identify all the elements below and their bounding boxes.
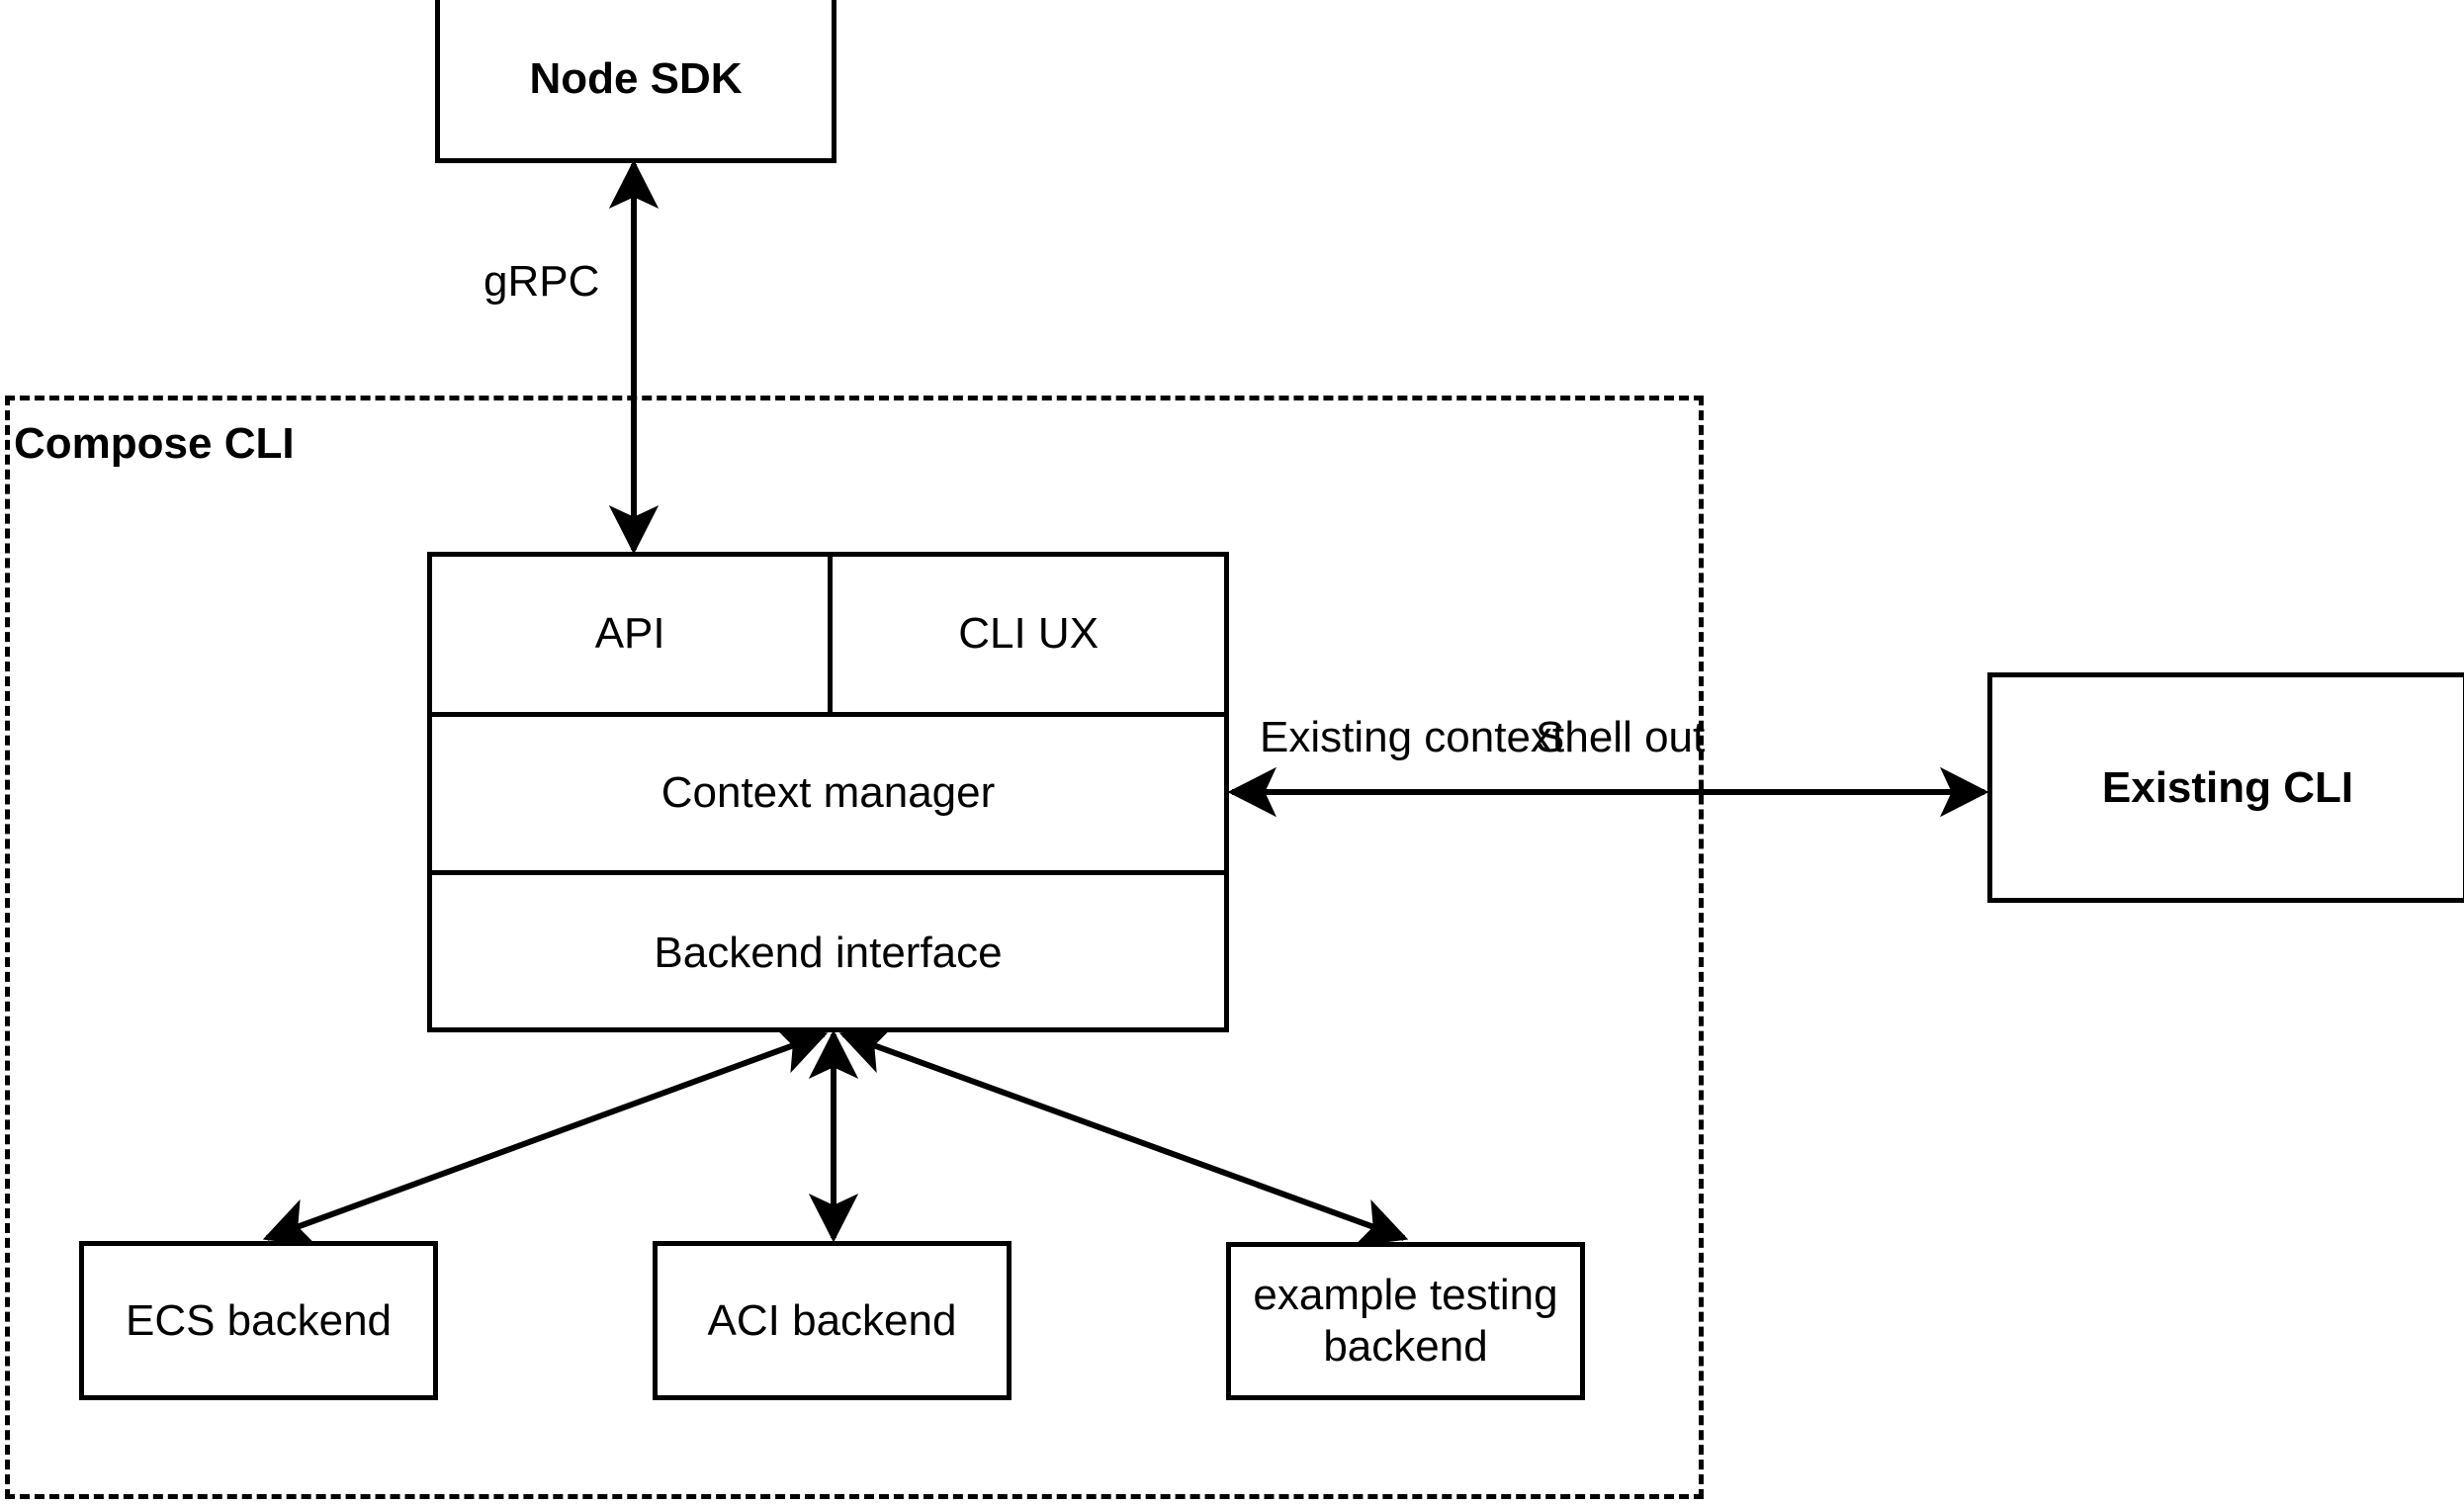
testing-backend-box: example testing backend — [1226, 1242, 1585, 1400]
backend-interface-label: Backend interface — [654, 929, 1003, 978]
api-label: API — [594, 609, 665, 659]
aci-backend-box: ACI backend — [653, 1241, 1012, 1400]
ecs-backend-label: ECS backend — [125, 1295, 393, 1345]
node-sdk-label: Node SDK — [529, 54, 743, 104]
testing-backend-label: example testing backend — [1253, 1271, 1558, 1371]
stack-row-api-cliux: API CLI UX — [432, 557, 1224, 717]
stack-row-backend-interface: Backend interface — [432, 875, 1224, 1032]
edge-testing-line — [838, 1025, 1409, 1247]
ecs-backend-box: ECS backend — [79, 1241, 438, 1400]
shell-out-edge-label: Shell out — [1536, 713, 1706, 761]
compose-cli-label: Compose CLI — [14, 419, 295, 468]
stack-row-context-manager: Context manager — [432, 717, 1224, 875]
stack-cell-cli-ux: CLI UX — [833, 557, 1224, 712]
stack-cell-backend-interface: Backend interface — [432, 875, 1224, 1032]
stack-cell-context-manager: Context manager — [432, 717, 1224, 870]
grpc-edge-label: gRPC — [484, 257, 600, 306]
compose-cli-stack: API CLI UX Context manager Backend inter… — [427, 552, 1229, 1032]
existing-cli-label: Existing CLI — [2101, 762, 2354, 812]
existing-context-edge-label: Existing context — [1260, 713, 1565, 761]
stack-cell-api: API — [432, 557, 834, 712]
node-sdk-box: Node SDK — [435, 0, 836, 163]
cli-ux-label: CLI UX — [958, 609, 1100, 659]
existing-cli-box: Existing CLI — [1987, 672, 2464, 903]
aci-backend-label: ACI backend — [707, 1295, 957, 1345]
context-manager-label: Context manager — [660, 768, 996, 818]
edge-ecs-line — [262, 1025, 829, 1247]
compose-cli-boundary — [5, 396, 1704, 1499]
